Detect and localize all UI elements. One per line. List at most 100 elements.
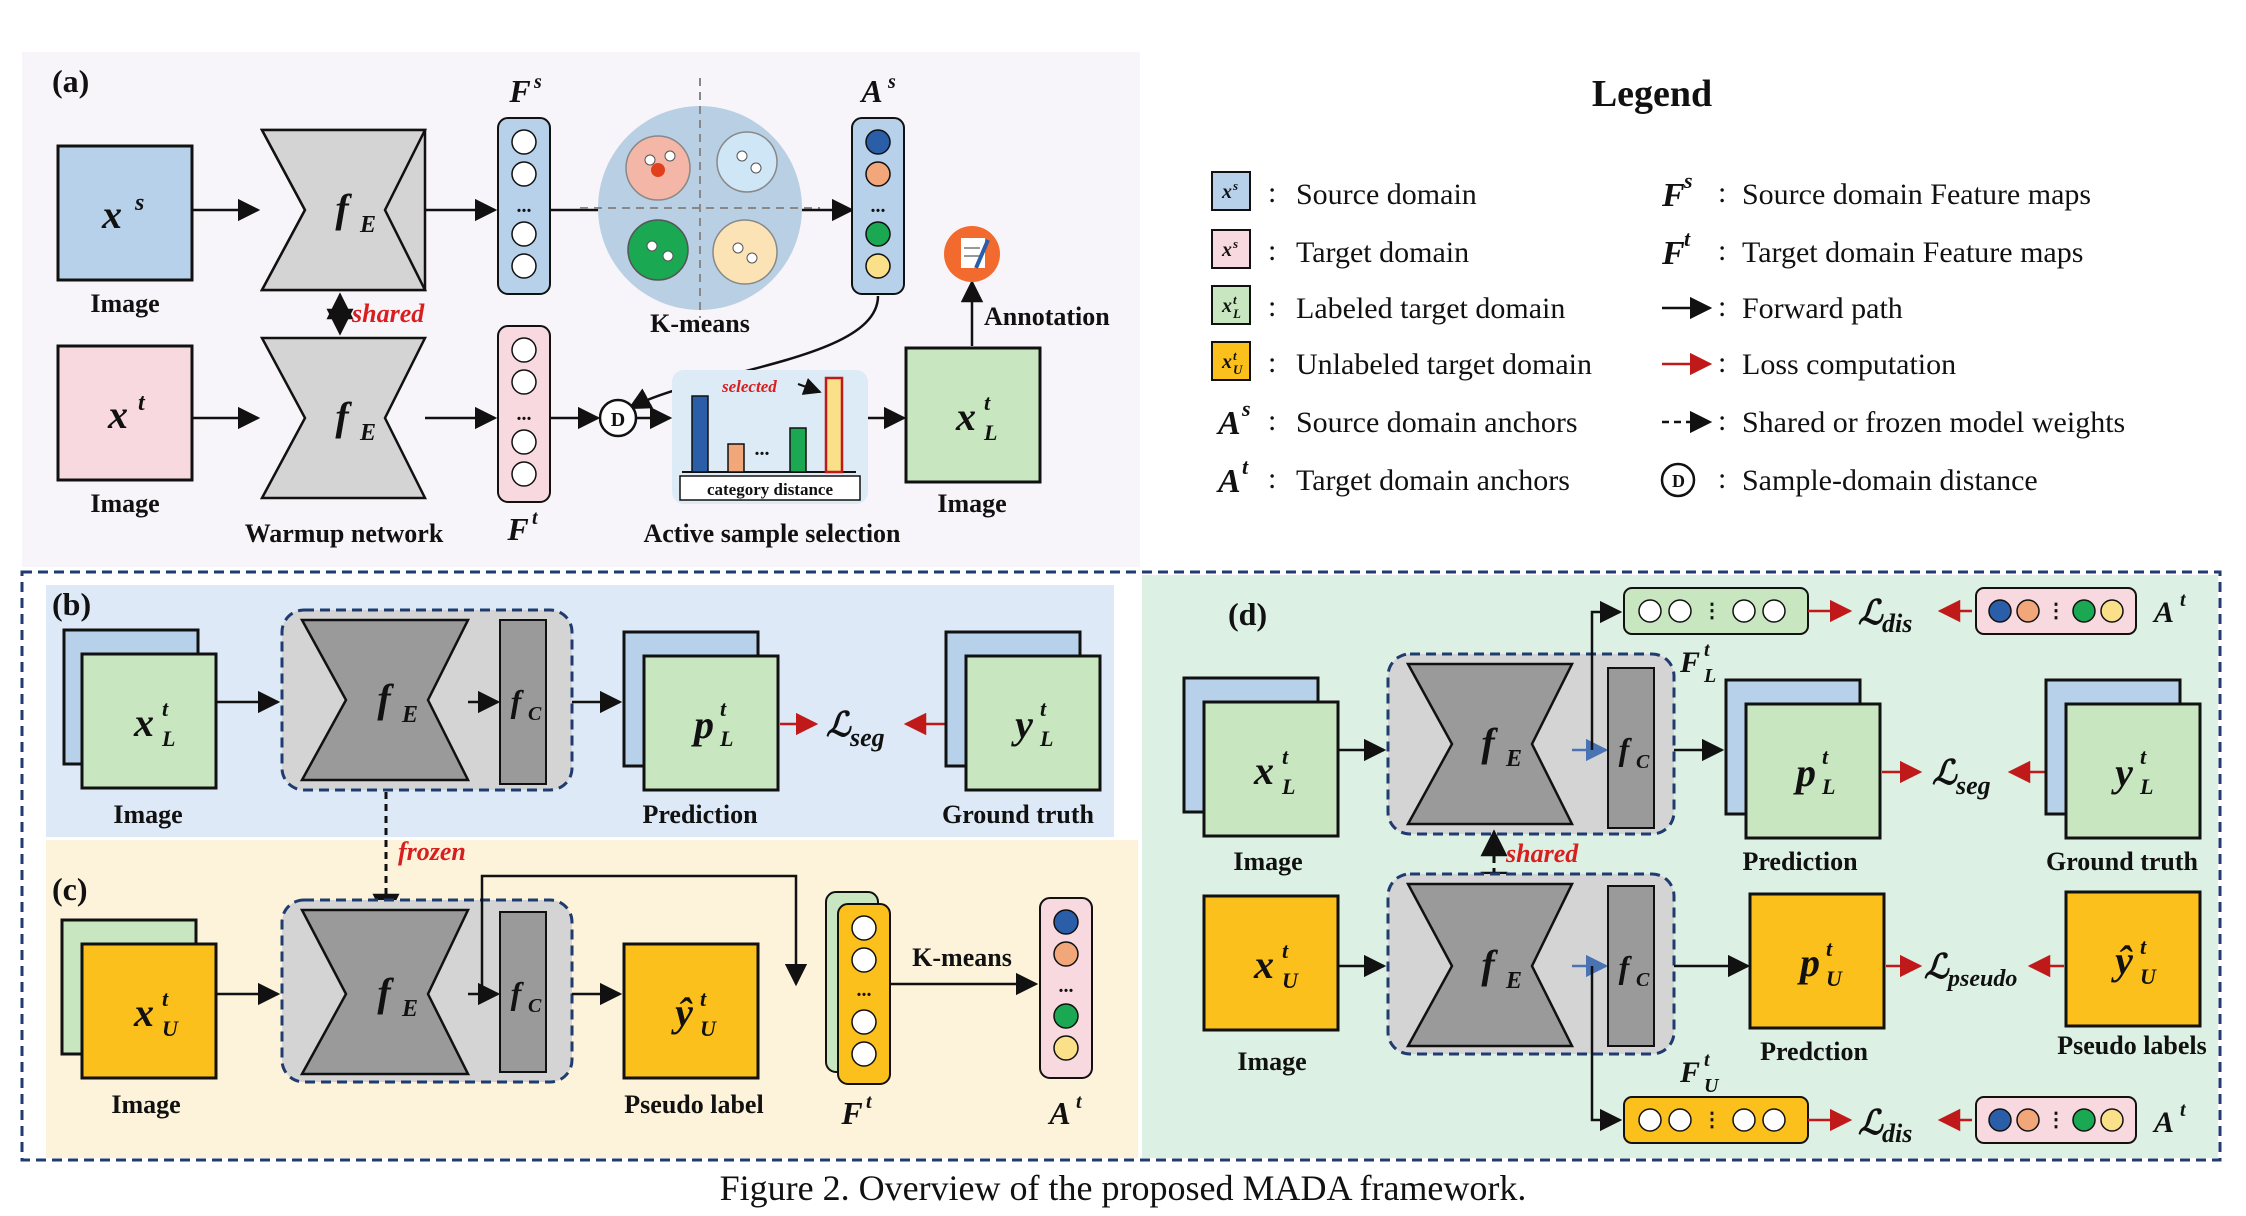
d-encoder-bottom-sub: E (1505, 968, 1522, 994)
fs-label: F (508, 73, 530, 109)
d-encoder-bottom-label: f (1481, 942, 1498, 987)
encoder-source-shape (259, 128, 428, 292)
as-label: A (859, 73, 882, 109)
b-encoder-shape (299, 618, 471, 782)
c-anchors-label-sup: t (1076, 1091, 1083, 1113)
b-image-label: Image (113, 800, 182, 829)
source-image-sup: s (134, 190, 144, 216)
legend-item-text: Source domain anchors (1296, 406, 1578, 439)
xs-icon-sup: s (1232, 178, 1238, 193)
d-classifier-top-label: f (1619, 731, 1633, 767)
legend-colon: : (1718, 404, 1726, 437)
panel-c-background (46, 840, 1138, 1158)
legend-colon: : (1268, 404, 1276, 437)
d-at-bar-top (1975, 587, 2137, 635)
d-loss-pseudo-symbol: ℒ (1924, 949, 1950, 986)
target-image-symbol: x (107, 392, 128, 437)
d-fl-dots: ⋮ (1702, 600, 1722, 622)
d-prediction-sup: t (1822, 744, 1829, 769)
c-features-label: F (840, 1095, 862, 1131)
b-gt-symbol: y (1011, 702, 1033, 747)
d-encoder-top-label: f (1481, 720, 1498, 765)
At-symbol: A (1216, 463, 1241, 500)
c-image-sup: t (162, 986, 169, 1011)
d-pseudo-sup: t (2140, 934, 2147, 959)
d-at-label-bottom: A (2152, 1106, 2174, 1139)
cluster-point (732, 242, 744, 254)
legend-colon: : (1268, 462, 1276, 495)
legend-colon: : (1718, 346, 1726, 379)
panel-d-label: (d) (1228, 596, 1267, 632)
warmup-network-label: Warmup network (245, 519, 444, 548)
as-anchor-column (851, 117, 905, 295)
legend-item-text: Unlabeled target domain (1296, 348, 1592, 381)
c-image-sub: U (162, 1016, 179, 1041)
anchor-blue (865, 129, 891, 155)
source-image (56, 144, 194, 282)
selection-bar-selected (824, 376, 844, 474)
encoder-source-label: f (335, 186, 352, 231)
d-circle-letter: D (1672, 471, 1685, 491)
b-prediction (642, 654, 780, 792)
encoder-target-shape (259, 336, 428, 500)
b-loss-symbol: ℒ (826, 707, 852, 744)
c-kmeans-label: K-means (912, 943, 1012, 972)
kmeans-label: K-means (650, 309, 750, 338)
c-encoder-shape (299, 908, 471, 1076)
d-image1-label: Image (1233, 847, 1302, 876)
b-image-sub: L (161, 726, 175, 751)
b-loss-sub: seg (849, 723, 885, 752)
cluster-point (644, 154, 656, 166)
d-image2-symbol: x (1253, 942, 1274, 987)
d-fu-label-sub: U (1704, 1075, 1720, 1097)
c-encoder-sub: E (401, 996, 418, 1022)
cluster-green (627, 219, 689, 281)
d-encoder-top-sub: E (1505, 746, 1522, 772)
d-shared-text: shared (1505, 839, 1579, 868)
b-classifier (499, 619, 547, 785)
legend-colon: : (1268, 176, 1276, 209)
as-label-sup: s (887, 71, 896, 93)
d-pseudo-labels-text: Pseudo labels (2057, 1031, 2207, 1060)
d-gt-symbol: y (2111, 750, 2133, 795)
d-classifier-bottom (1607, 885, 1655, 1047)
d-loss-pseudo-sub: pseudo (1946, 966, 2017, 992)
c-target-anchors (1039, 897, 1093, 1079)
d-gt-sub: L (2139, 774, 2153, 799)
d-ground-truth (2064, 702, 2202, 840)
frozen-text: frozen (398, 837, 466, 866)
xl-icon (1211, 285, 1251, 325)
legend-title: Legend (1592, 73, 1712, 115)
d-image2 (1202, 894, 1340, 1032)
Fs-sup: s (1683, 168, 1693, 193)
b-prediction-sup: t (720, 696, 727, 721)
legend-colon: : (1718, 234, 1726, 267)
b-image (80, 652, 218, 790)
d-prediction (1744, 702, 1882, 840)
d-encoder-bottom (1405, 882, 1575, 1048)
d-prediction-unlabeled-symbol: p (1797, 940, 1820, 985)
xu-icon (1211, 341, 1251, 381)
cluster-point (664, 150, 676, 162)
b-image-sup: t (162, 696, 169, 721)
annotation-label: Annotation (984, 302, 1110, 331)
legend-item-text: Target domain (1296, 236, 1469, 269)
b-encoder-sub: E (401, 702, 418, 728)
legend-colon: : (1718, 462, 1726, 495)
d-pseudo-sub: U (2140, 964, 2157, 989)
b-gt-label: Ground truth (942, 800, 1094, 829)
c-pseudo-sup: t (700, 986, 707, 1011)
legend-item-text: Source domain Feature maps (1742, 178, 2091, 211)
d-fl-label-sup: t (1704, 639, 1711, 661)
c-image-symbol: x (133, 990, 154, 1035)
ft-dots: ... (517, 403, 532, 425)
d-predction-label: Predction (1760, 1037, 1868, 1066)
anchor-orange (865, 161, 891, 187)
cluster-point (746, 252, 758, 264)
cluster-blue (716, 131, 778, 193)
c-pseudo-label (622, 942, 760, 1080)
xs-icon (1211, 171, 1251, 211)
c-feature-node (851, 1009, 877, 1035)
